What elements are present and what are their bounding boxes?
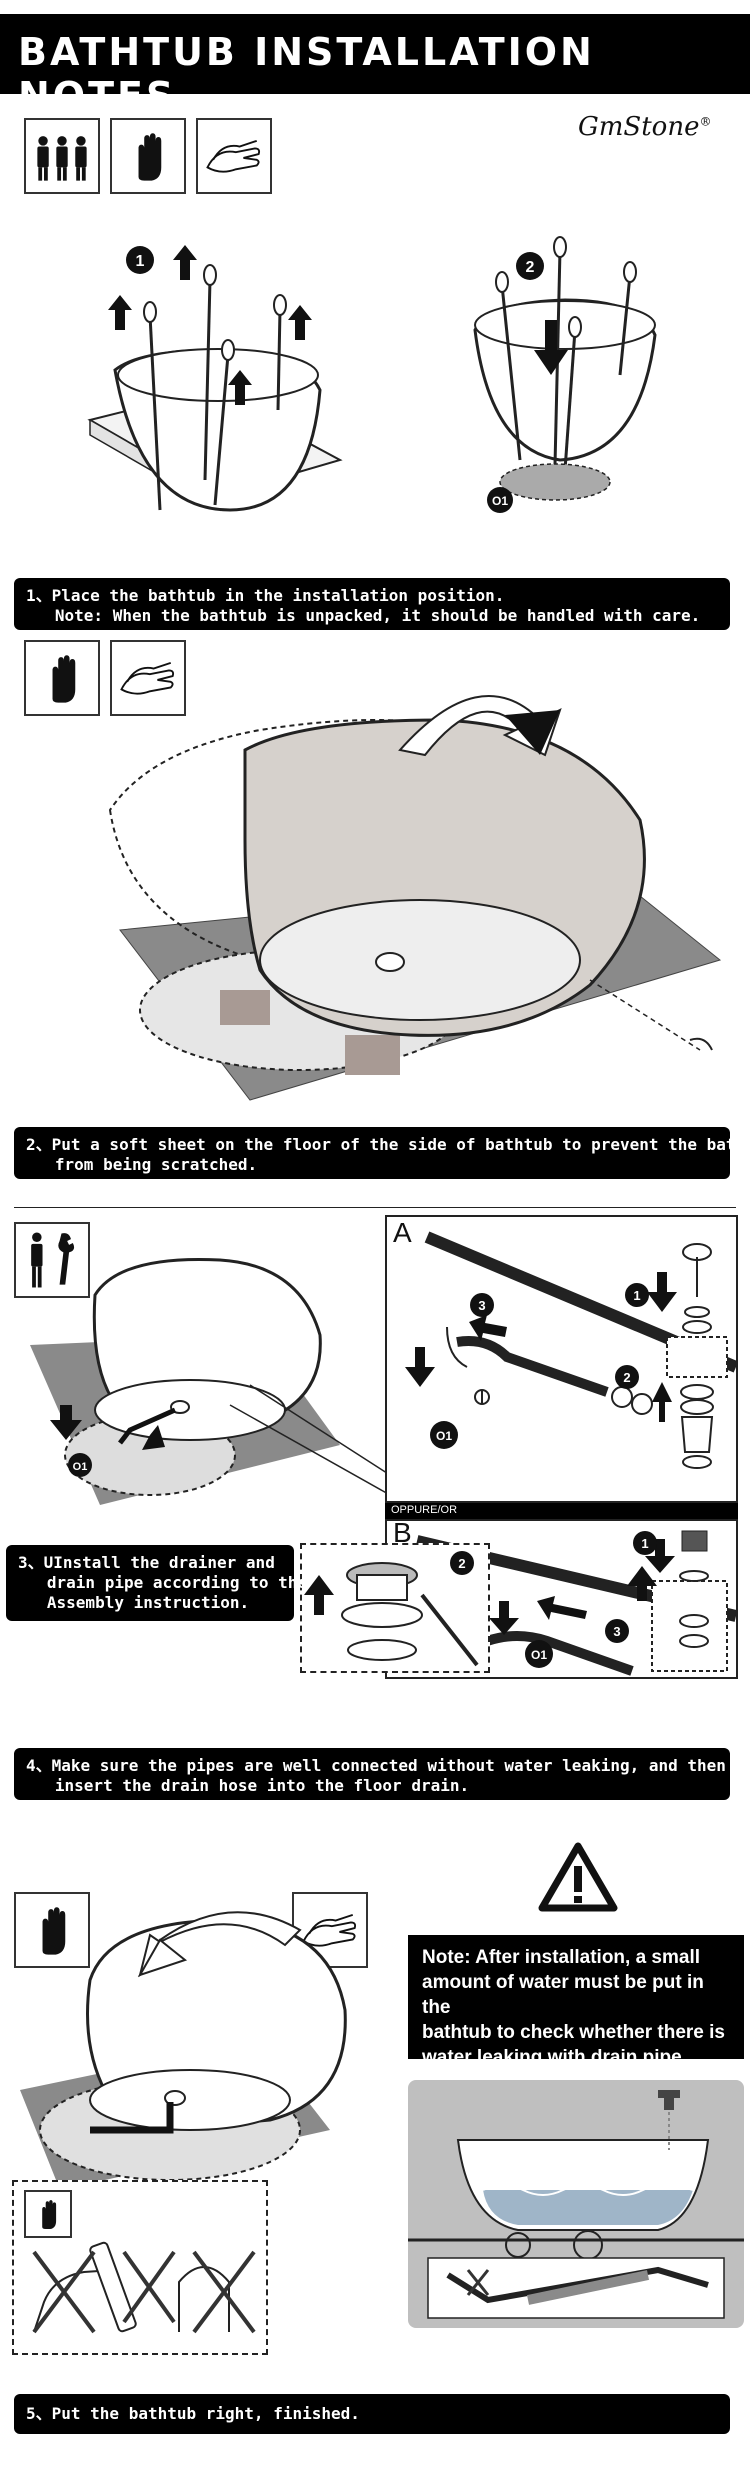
inset-num2: 2 [458,1556,465,1571]
oppure-label: OPPURE/OR [391,1504,457,1516]
registered-mark: ® [699,114,711,128]
leak-check-note: Note: After installation, a small amount… [408,1935,744,2059]
panel-a-o1: O1 [436,1429,452,1443]
panel-b-num1: 1 [641,1536,648,1551]
step3-banner: 3、UInstall the drainer and drain pipe ac… [6,1545,294,1621]
step1-line1: 1、Place the bathtub in the installation … [26,586,718,606]
step2-banner: 2、Put a soft sheet on the floor of the s… [14,1127,730,1179]
step-number-2: 2 [526,259,535,276]
o1-label: O1 [492,494,508,508]
water-test-panel [408,2080,744,2328]
note-line1: Note: After installation, a small [422,1945,730,1970]
step4-line2: insert the drain hose into the floor dra… [26,1776,718,1796]
step4-banner: 4、Make sure the pipes are well connected… [14,1748,730,1800]
step2-line2: from being scratched. [26,1155,718,1175]
page-title: BATHTUB INSTALLATION NOTES [18,30,750,118]
step2-illustration [0,640,750,1120]
note-line4: water leaking with drain pipe [422,2045,730,2070]
step3-line1: 3、UInstall the drainer and [18,1553,282,1573]
panel-a-num1: 1 [633,1288,640,1303]
panel-drainer-inset: 2 [300,1543,490,1673]
step4-line1: 4、Make sure the pipes are well connected… [26,1756,718,1776]
step1-line2: Note: When the bathtub is unpacked, it s… [26,606,718,626]
step1-illustration: 1 2 O1 [0,210,750,580]
divider [14,1207,736,1208]
step5-illustration [0,1880,400,2200]
step5-line1: 5、Put the bathtub right, finished. [26,2404,718,2424]
three-people-icon [24,118,100,194]
pipe-bend-inset [12,2180,268,2355]
panel-a-num3: 3 [478,1298,485,1313]
title-bar: BATHTUB INSTALLATION NOTES [0,14,750,94]
panel-a-num2: 2 [623,1370,630,1385]
panel-a: A 1 3 2 O1 [385,1215,738,1503]
hand-stop-icon [24,2190,72,2238]
o1-label: O1 [73,1461,88,1473]
step5-banner: 5、Put the bathtub right, finished. [14,2394,730,2434]
panel-b-num3: 3 [613,1624,620,1639]
gloves-icon [196,118,272,194]
step3-illustration: O1 [0,1215,390,1515]
oppure-bar: OPPURE/OR [385,1503,738,1519]
step3-line3: Assembly instruction. [18,1593,282,1613]
step-number-1: 1 [136,253,145,270]
brand-logo: GmStone® [578,112,711,142]
step3-line2: drain pipe according to the [18,1573,282,1593]
note-line3: bathtub to check whether there is [422,2020,730,2045]
warning-triangle-icon [538,1840,618,1912]
hand-stop-icon [110,118,186,194]
panel-b-o1: O1 [531,1648,547,1662]
note-line2: amount of water must be put in the [422,1970,730,2020]
logo-text: GmStone [578,112,699,142]
step2-line1: 2、Put a soft sheet on the floor of the s… [26,1135,718,1155]
step1-banner: 1、Place the bathtub in the installation … [14,578,730,630]
